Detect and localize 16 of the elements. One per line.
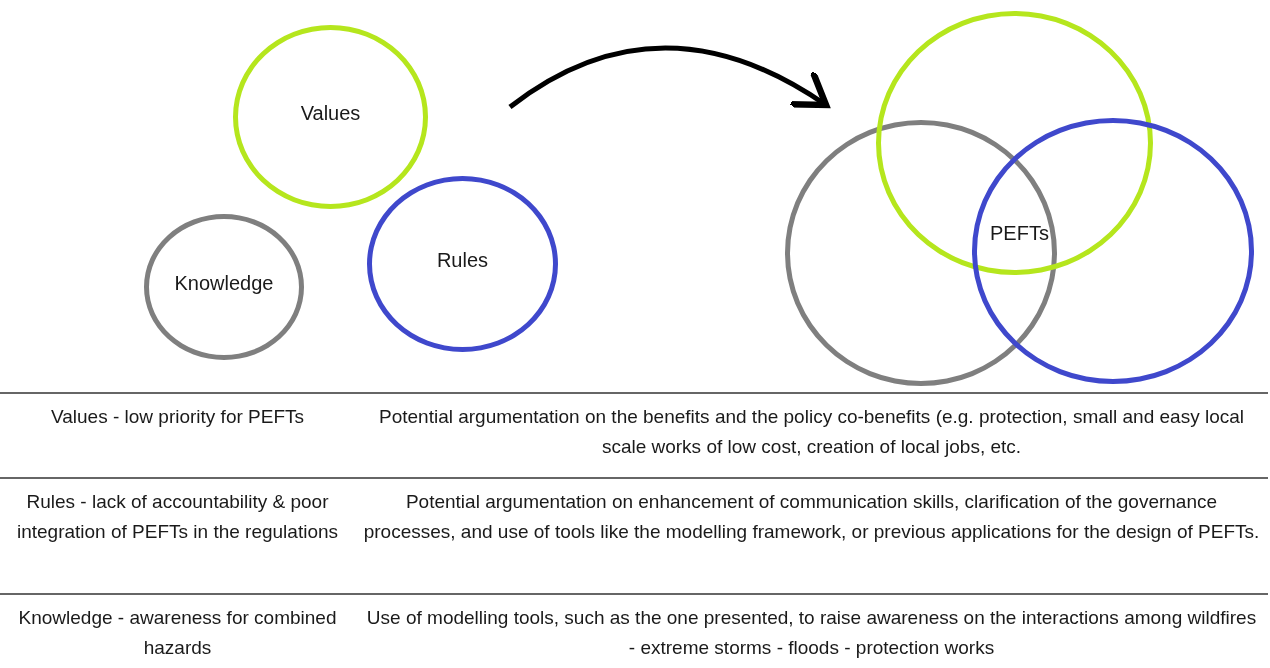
table-cell-text: Knowledge - awareness for combined hazards <box>17 606 338 660</box>
circle-label: Values <box>300 101 361 126</box>
overlap-circle <box>972 118 1254 384</box>
table-cell-text: Rules - lack of accountability & poor integration of PEFTs in the regulations <box>15 490 340 544</box>
table-cell-text: Use of modelling tools, such as the one presented, to raise awareness on the interactions among wildfires - extreme storms - floods - protection works <box>365 606 1258 660</box>
overlap-circle <box>785 120 1057 386</box>
table-cell-text: Values - low priority for PEFTs <box>50 405 305 429</box>
overlap-label: PEFTs <box>990 221 1049 246</box>
concept-circle <box>233 25 428 209</box>
table-cell-text: Potential argumentation on the benefits and the policy co-benefits (e.g. protection, small and easy local scale works of low cost, creation of local jobs, etc. <box>378 405 1245 459</box>
table-cell-text: Potential argumentation on enhancement of communication skills, clarification of the governance processes, and use of tools like the modelling framework, or previous applications for the design of PEFTs. <box>363 490 1260 544</box>
circle-label: Rules <box>436 248 489 273</box>
concept-circle <box>144 214 304 360</box>
circle-label: Knowledge <box>174 271 274 296</box>
concept-circle <box>367 176 558 352</box>
overlap-circle <box>876 11 1153 275</box>
